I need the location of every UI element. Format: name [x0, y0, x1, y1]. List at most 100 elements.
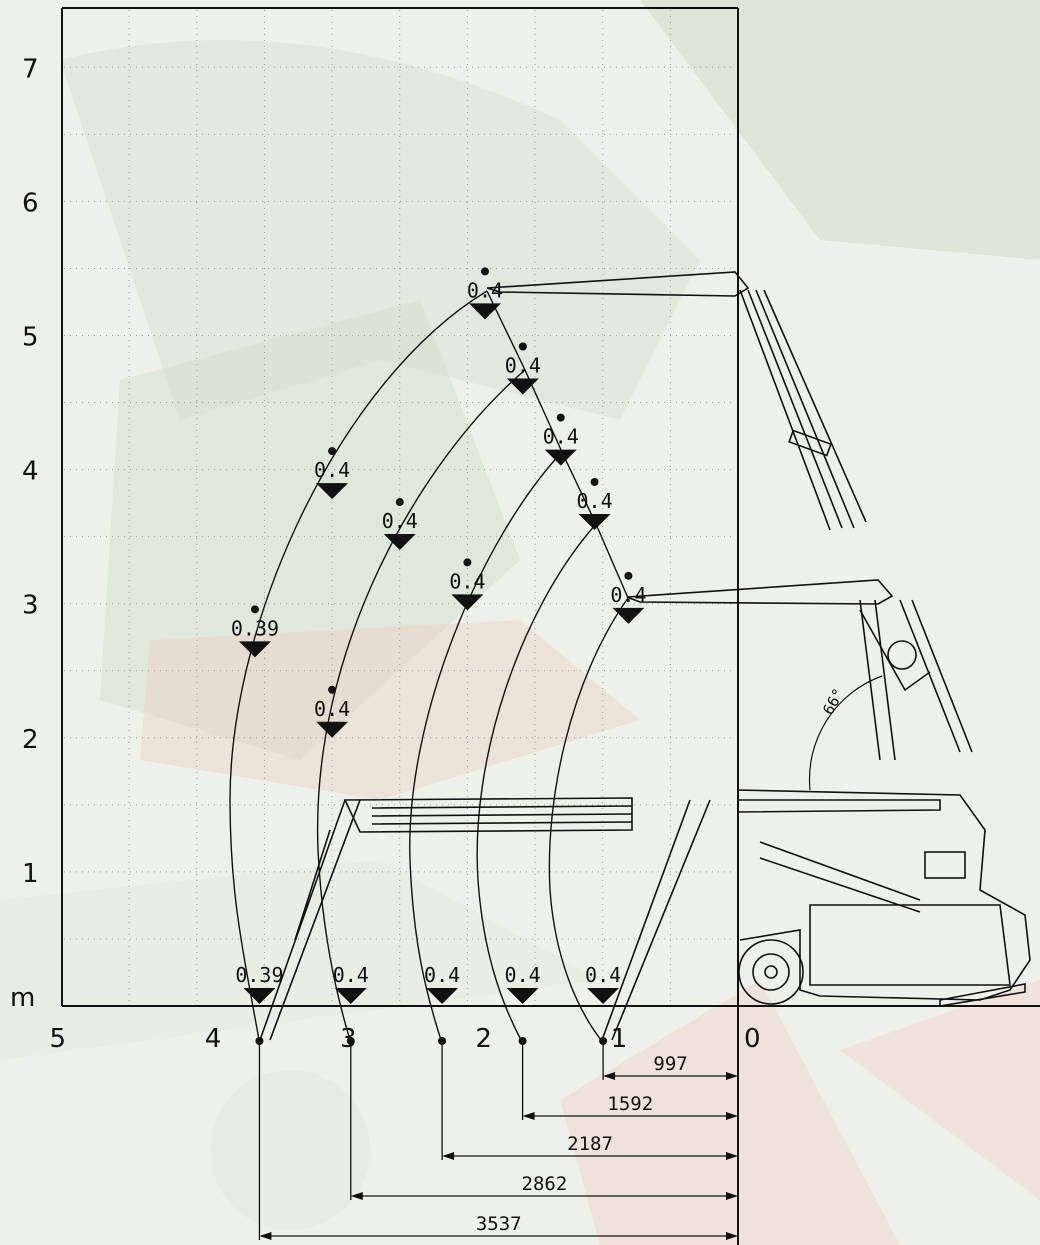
load-label: 0.4 [577, 489, 613, 513]
elevated-load-point: 0.4 [449, 569, 485, 611]
ground-load-point: 0.4 [585, 963, 621, 1004]
chassis [737, 789, 1031, 1001]
hook-point [255, 1037, 264, 1045]
load-triangle [334, 988, 367, 1004]
wheel [738, 939, 804, 1005]
ground-load-points: 0.39 0.4 0.4 0.4 0.4 [235, 963, 621, 1045]
boom-tip-point [480, 267, 489, 276]
load-triangle [506, 988, 539, 1004]
ground-load-point: 0.39 [235, 963, 284, 1004]
ground-load-point: 0.4 [424, 963, 460, 1004]
boom-tip-point [624, 571, 633, 580]
arrowhead-right [726, 1232, 738, 1240]
arrowhead-right [726, 1152, 738, 1160]
y-tick-label: 4 [22, 457, 39, 487]
boom-lower [343, 797, 633, 833]
load-triangle [426, 988, 459, 1004]
hook-point [346, 1037, 355, 1045]
load-label: 0.4 [543, 425, 579, 449]
load-triangle [243, 988, 276, 1004]
load-label: 0.4 [467, 278, 503, 302]
y-tick-label: 3 [22, 591, 39, 621]
crane-machine [259, 271, 1031, 1041]
load-label: 0.39 [235, 963, 283, 987]
load-label: 0.4 [333, 963, 369, 987]
load-triangle [468, 303, 501, 320]
arrowhead-left [522, 1112, 535, 1120]
arrowhead-right [726, 1072, 738, 1080]
reach-arc-inner [548, 597, 629, 1041]
load-triangle [316, 721, 349, 738]
boom-tip-point [463, 558, 472, 567]
y-tick-label: 6 [22, 188, 39, 218]
elevated-load-point: 0.4 [382, 509, 418, 551]
load-label: 0.39 [231, 616, 279, 640]
boom-tip-point [328, 447, 337, 456]
load-label: 0.4 [505, 354, 541, 378]
load-label: 0.4 [382, 509, 418, 533]
dimension: 1592 [521, 1044, 738, 1120]
arrowhead-left [350, 1192, 363, 1200]
elevated-load-point: 0.4 [543, 425, 579, 466]
reach-arc-outer [229, 290, 488, 1041]
elevated-load-point: 0.4 [314, 697, 350, 738]
ground-load-point: 0.4 [333, 963, 369, 1004]
chart-frame [61, 7, 1040, 1245]
x-tick-label: 0 [744, 1024, 761, 1054]
dimension: 2862 [350, 1044, 738, 1200]
hook-point [518, 1037, 527, 1045]
dimension-label: 2187 [567, 1133, 613, 1155]
load-triangle [316, 483, 349, 500]
load-label: 0.4 [610, 583, 646, 607]
elevated-load-point: 0.4 [577, 489, 613, 530]
elevated-load-point: 0.4 [505, 354, 541, 395]
boom-middle [626, 579, 894, 605]
hook-point [599, 1037, 608, 1045]
grid-lines [64, 10, 736, 1004]
elevated-load-points: 0.4 0.4 0.4 0.4 0.4 0.4 0.4 0.4 0.39 0.4 [231, 267, 646, 738]
boom-tip-point [328, 685, 337, 694]
load-label: 0.4 [585, 963, 621, 987]
load-label: 0.4 [505, 963, 541, 987]
hook-point [438, 1037, 447, 1045]
elevated-load-point: 0.39 [231, 616, 279, 658]
x-tick-label: 1 [611, 1024, 628, 1054]
x-axis-ticks: 543210 [50, 1024, 761, 1054]
dimension: 997 [602, 1044, 738, 1080]
y-tick-label: 2 [22, 725, 39, 755]
load-triangle [451, 594, 484, 611]
arrowhead-left [603, 1072, 616, 1080]
boom-tip-point [518, 342, 527, 351]
load-label: 0.4 [314, 697, 350, 721]
load-label: 0.4 [424, 963, 460, 987]
load-triangle [383, 534, 416, 551]
load-triangle [612, 607, 645, 624]
boom-tip-point [250, 605, 259, 614]
boom-tip-point [395, 498, 404, 507]
dimension-label: 1592 [607, 1093, 653, 1115]
elevated-load-point: 0.4 [314, 458, 350, 500]
reach-arc-4 [476, 523, 597, 1041]
boom-tip-point [556, 413, 565, 422]
load-triangle [587, 988, 620, 1004]
arrowhead-left [259, 1232, 272, 1240]
boom-tip-point [590, 477, 599, 486]
dimension-label: 3537 [476, 1213, 522, 1235]
dimension: 2187 [441, 1044, 738, 1160]
load-triangle [578, 513, 611, 530]
ground-load-point: 0.4 [505, 963, 541, 1004]
y-tick-label: 5 [22, 323, 39, 353]
y-tick-label: 1 [22, 859, 39, 889]
reach-arc-2 [316, 369, 526, 1041]
arrowhead-left [442, 1152, 455, 1160]
arrowhead-right [726, 1112, 738, 1120]
load-label: 0.4 [449, 569, 485, 593]
reach-arc-3 [409, 451, 563, 1041]
x-tick-label: 5 [50, 1024, 67, 1054]
x-tick-label: 2 [475, 1024, 492, 1054]
load-triangle [544, 449, 577, 466]
